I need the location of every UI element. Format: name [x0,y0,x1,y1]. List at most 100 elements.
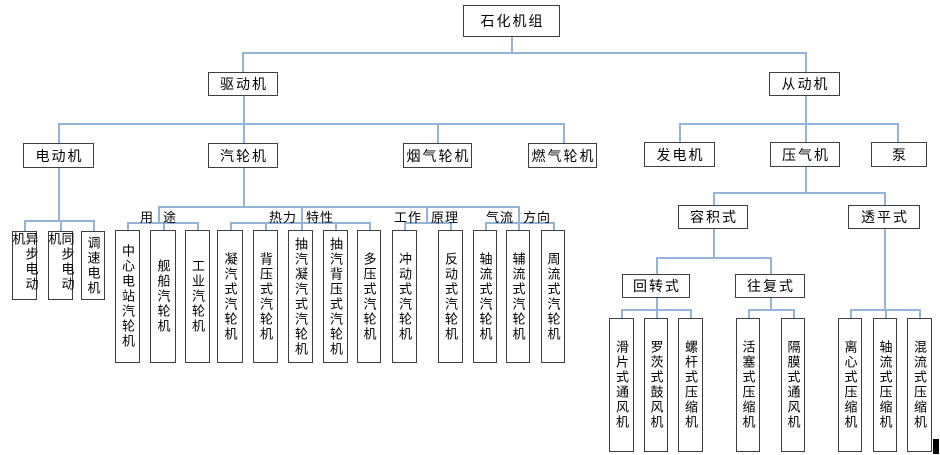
connector-line [58,168,60,220]
node-peripheral-flow-turbine[interactable]: 周流式汽轮机 [541,230,565,363]
connector-line [805,167,807,192]
connector-line [793,309,795,318]
connector-line [713,192,884,194]
connector-line [656,257,658,274]
node-mixed-flow-compressor[interactable]: 混流式压缩机 [907,318,932,452]
connector-line [713,192,715,205]
group-label-working-left: 工作 [393,210,422,225]
connector-line [884,192,886,205]
node-driven[interactable]: 从动机 [769,72,840,96]
node-compressor[interactable]: 压气机 [770,142,840,167]
connector-line [24,220,26,231]
group-label-airflow-right: 方向 [523,210,552,225]
group-label-airflow-left: 气流 [485,210,514,225]
connector-line [404,222,406,230]
node-sliding-vane-fan[interactable]: 滑片式通风机 [609,318,634,452]
node-central-station-turbine[interactable]: 中心电站汽轮机 [115,230,140,363]
connector-line [243,95,245,124]
connector-line [679,123,681,142]
node-steam-turbine[interactable]: 汽轮机 [208,143,278,168]
connector-line [656,298,658,309]
connector-line [163,222,165,230]
connector-line [511,37,513,53]
node-impulse-turbine[interactable]: 冲动式汽轮机 [392,230,417,363]
node-marine-turbine[interactable]: 舰船汽轮机 [150,230,176,363]
connector-line [553,222,555,230]
connector-line [230,222,232,230]
connector-line [884,229,886,309]
connector-line [563,123,565,143]
connector-line [265,222,267,230]
connector-line [656,257,770,259]
node-root[interactable]: 石化机组 [463,5,560,37]
connector-line [770,298,772,309]
connector-line [850,309,852,318]
group-label-working-right: 原理 [431,210,460,225]
connector-line [426,206,428,223]
connector-line [301,222,303,230]
node-flue-gas-turbine[interactable]: 烟气轮机 [403,143,472,168]
node-radial-flow-turbine[interactable]: 辅流式汽轮机 [506,230,530,363]
connector-line [518,222,520,230]
connector-line [369,222,371,230]
connector-line [621,309,623,318]
node-driver[interactable]: 驱动机 [208,72,278,96]
connector-line [197,222,199,230]
node-axial-flow-compressor[interactable]: 轴流式压缩机 [873,318,897,452]
connector-line [690,309,692,318]
connector-line [127,222,129,230]
connector-line [243,168,245,206]
connector-line [805,123,807,142]
connector-line [805,96,807,123]
node-pump[interactable]: 泵 [871,142,927,167]
connector-line [335,222,337,230]
node-reciprocating[interactable]: 往复式 [735,274,805,298]
node-screw-compressor[interactable]: 螺杆式压缩机 [678,318,703,452]
node-axial-flow-turbine[interactable]: 轴流式汽轮机 [473,230,497,363]
connector-line [58,123,60,143]
node-rotary[interactable]: 回转式 [622,274,690,298]
group-label-thermal-right: 特性 [306,210,335,225]
node-back-pressure-turbine[interactable]: 背压式汽轮机 [253,230,278,363]
node-async-motor[interactable]: 异步电动机 [11,231,39,300]
connector-line [748,309,750,318]
node-extraction-back-pressure-turbine[interactable]: 抽汽背压式汽轮机 [323,230,348,363]
connector-line [158,206,518,208]
node-reaction-turbine[interactable]: 反动式汽轮机 [438,230,463,363]
connector-line [301,206,303,223]
connector-line [60,220,62,231]
connector-line [58,123,563,125]
node-motor[interactable]: 电动机 [23,143,94,168]
node-gas-turbine[interactable]: 燃气轮机 [528,143,597,168]
connector-line [656,309,658,318]
node-multi-pressure-turbine[interactable]: 多压式汽轮机 [357,230,381,363]
node-industrial-turbine[interactable]: 工业汽轮机 [185,230,210,363]
node-piston-compressor[interactable]: 活塞式压缩机 [736,318,760,452]
node-centrifugal-compressor[interactable]: 离心式压缩机 [838,318,862,452]
node-sync-motor[interactable]: 同步电动机 [47,231,75,300]
connector-line [679,123,897,125]
group-label-usage-left: 用 [139,210,154,225]
node-speed-motor[interactable]: 调速电机 [81,231,105,300]
connector-line [885,309,887,318]
connector-line [242,52,244,73]
connector-line [242,52,805,54]
node-turbo[interactable]: 透平式 [848,205,920,229]
connector-line [437,123,439,143]
connector-line [158,206,160,223]
node-roots-blower[interactable]: 罗茨式鼓风机 [644,318,668,452]
connector-line [897,123,899,142]
node-diaphragm-fan[interactable]: 隔膜式通风机 [781,318,805,452]
node-extraction-condensing-turbine[interactable]: 抽汽凝汽式汽轮机 [288,230,313,363]
connector-line [485,222,487,230]
node-condensing-turbine[interactable]: 凝汽式汽轮机 [217,230,243,363]
connector-line [770,257,772,274]
connector-line [748,309,793,311]
group-label-thermal-left: 热力 [268,210,297,225]
node-volumetric[interactable]: 容积式 [678,205,748,229]
connector-line [93,220,95,231]
connector-line [713,229,715,257]
node-generator[interactable]: 发电机 [644,142,715,167]
connector-line [230,222,369,224]
